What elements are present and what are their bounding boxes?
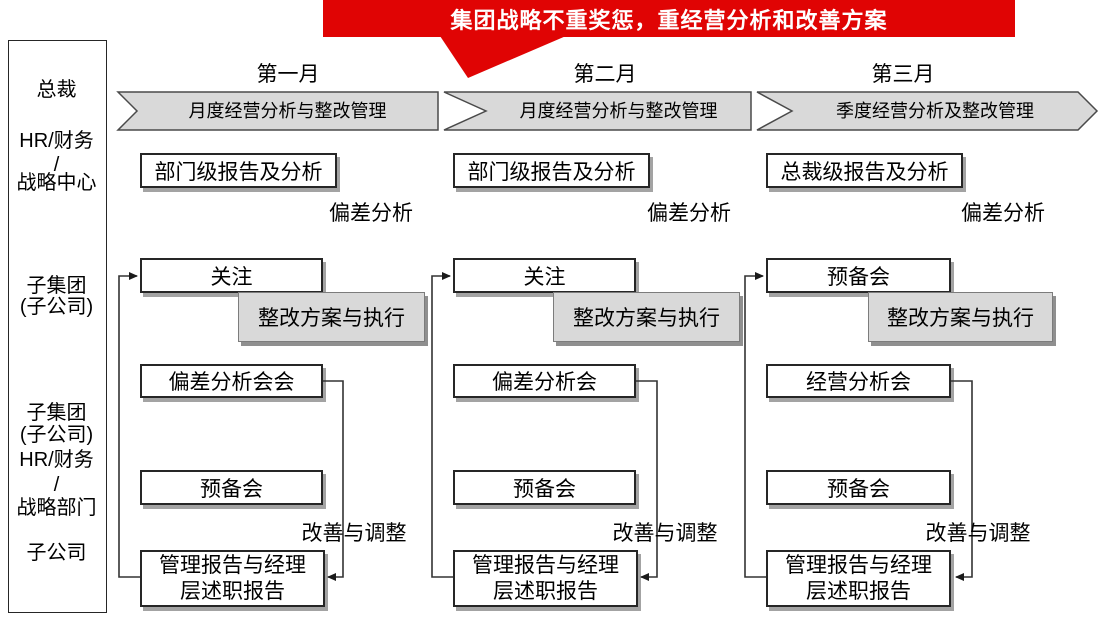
phase-label-3: 季度经营分析及整改管理 [836, 101, 1034, 121]
sidebar-label: HR/财务 [19, 449, 94, 471]
month-header-1: 第一月 [256, 63, 320, 86]
focus-box-2: 关注 [453, 258, 636, 293]
focus-box-1: 关注 [140, 258, 323, 293]
month-header-3: 第三月 [871, 63, 935, 86]
improve-adjust-label-3: 改善与调整 [925, 522, 1031, 545]
loop-down-arrow-3 [951, 380, 973, 581]
management-report-line1: 管理报告与经理 [159, 553, 306, 577]
action-plan-box-3: 整改方案与执行 [868, 292, 1053, 342]
meeting-box-3: 经营分析会 [766, 364, 951, 398]
sidebar-label: 战略中心 [16, 172, 97, 194]
loop-up-arrow-1 [118, 272, 140, 578]
loop-down-arrow-2 [636, 380, 658, 581]
prep-meeting-box-3: 预备会 [766, 470, 951, 505]
sidebar-label: 子公司 [26, 542, 87, 564]
action-plan-box-1: 整改方案与执行 [238, 292, 425, 342]
loop-up-arrow-3 [744, 272, 766, 578]
sidebar-label: (子公司) [19, 296, 94, 318]
loop-down-arrow-1 [323, 380, 344, 581]
meeting-box-1: 偏差分析会会 [140, 364, 323, 398]
meeting-box-2: 偏差分析会 [453, 364, 636, 398]
role-sidebar [8, 40, 107, 613]
phase-label-1: 月度经营分析与整改管理 [188, 101, 387, 121]
sidebar-label: 子集团 [26, 402, 87, 424]
sidebar-label: (子公司) [19, 424, 94, 446]
sidebar-label: / [53, 154, 60, 176]
management-report-line2: 层述职报告 [180, 579, 285, 603]
management-report-line2: 层述职报告 [806, 579, 911, 603]
improve-adjust-label-1: 改善与调整 [301, 522, 407, 545]
sidebar-label: / [53, 474, 60, 496]
management-report-box-3: 管理报告与经理 层述职报告 [766, 550, 951, 607]
deviation-analysis-label-2: 偏差分析 [647, 202, 731, 225]
improve-adjust-label-2: 改善与调整 [612, 522, 718, 545]
management-report-box-1: 管理报告与经理 层述职报告 [140, 550, 325, 607]
report-box-3: 总裁级报告及分析 [766, 153, 963, 188]
management-report-line1: 管理报告与经理 [472, 553, 619, 577]
management-report-line2: 层述职报告 [493, 579, 598, 603]
phase-label-2: 月度经营分析与整改管理 [519, 101, 718, 121]
loop-up-arrow-2 [431, 272, 453, 578]
banner-callout: 集团战略不重奖惩，重经营分析和改善方案 [323, 0, 1015, 37]
prep-meeting-box-2: 预备会 [453, 470, 636, 505]
sidebar-label: 总裁 [36, 79, 77, 101]
sidebar-label: 战略部门 [16, 497, 97, 519]
month-header-2: 第二月 [573, 63, 637, 86]
deviation-analysis-label-1: 偏差分析 [329, 202, 413, 225]
management-report-line1: 管理报告与经理 [785, 553, 932, 577]
report-box-2: 部门级报告及分析 [453, 153, 650, 188]
action-plan-box-2: 整改方案与执行 [553, 292, 740, 342]
sidebar-label: HR/财务 [19, 130, 94, 152]
deviation-analysis-label-3: 偏差分析 [961, 202, 1045, 225]
banner-text: 集团战略不重奖惩，重经营分析和改善方案 [450, 7, 888, 33]
focus-box-3: 预备会 [766, 258, 951, 293]
management-report-box-2: 管理报告与经理 层述职报告 [453, 550, 638, 607]
sidebar-label: 子集团 [26, 275, 87, 297]
report-box-1: 部门级报告及分析 [140, 153, 337, 188]
prep-meeting-box-1: 预备会 [140, 470, 323, 505]
